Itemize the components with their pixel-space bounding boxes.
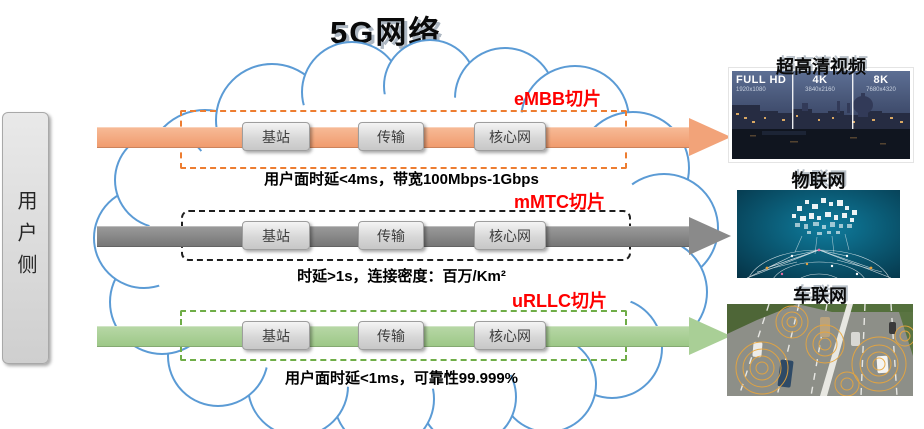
- urllc-arrowhead-icon: [689, 317, 731, 355]
- eightk-res: 8K: [873, 74, 889, 86]
- user-side-box: 用户侧: [2, 112, 49, 364]
- urllc-caption: 用户面时延<1ms，可靠性99.999%: [285, 370, 518, 387]
- iov-photo: [727, 304, 913, 396]
- fullhd-overlay: FULL HD 1920x1080: [736, 74, 787, 94]
- embb-node-core-network: 核心网: [474, 122, 546, 151]
- urllc-node-base-station: 基站: [242, 321, 310, 350]
- iot-photo: [737, 190, 900, 278]
- mmtc-slice-label: mMTC切片: [514, 192, 605, 212]
- urllc-node-transport: 传输: [358, 321, 424, 350]
- mmtc-node-base-station: 基站: [242, 221, 310, 250]
- mmtc-arrowhead-icon: [689, 217, 731, 255]
- iot-image: [737, 190, 900, 278]
- iov-label: 车联网: [793, 286, 847, 306]
- user-side-label: 用户侧: [14, 190, 36, 286]
- mmtc-caption: 时延>1s，连接密度：百万/Km²: [297, 268, 506, 285]
- fourk-res: 4K: [812, 74, 828, 86]
- urllc-node-core-network: 核心网: [474, 321, 546, 350]
- embb-caption: 用户面时延<4ms，带宽100Mbps-1Gbps: [264, 171, 539, 188]
- iot-label: 物联网: [791, 171, 846, 191]
- embb-node-base-station: 基站: [242, 122, 310, 151]
- eightk-detail: 7680x4320: [866, 87, 896, 93]
- urllc-slice-label: uRLLC切片: [512, 291, 607, 311]
- embb-slice-label: eMBB切片: [514, 89, 602, 109]
- fullhd-res: FULL HD: [736, 74, 787, 86]
- fourk-overlay: 4K 3840x2160: [795, 74, 845, 94]
- uhd-photo: [732, 71, 910, 159]
- uhd-video-image: FULL HD 1920x1080 4K 3840x2160 8K 7680x4…: [729, 68, 913, 162]
- mmtc-node-transport: 传输: [358, 221, 424, 250]
- fullhd-detail: 1920x1080: [736, 87, 766, 93]
- eightk-overlay: 8K 7680x4320: [857, 74, 905, 94]
- iov-image: [727, 304, 913, 396]
- fourk-detail: 3840x2160: [805, 87, 835, 93]
- embb-node-transport: 传输: [358, 122, 424, 151]
- uhd-video-label: 超高清视频: [776, 57, 866, 77]
- embb-arrowhead-icon: [689, 118, 731, 156]
- mmtc-node-core-network: 核心网: [474, 221, 546, 250]
